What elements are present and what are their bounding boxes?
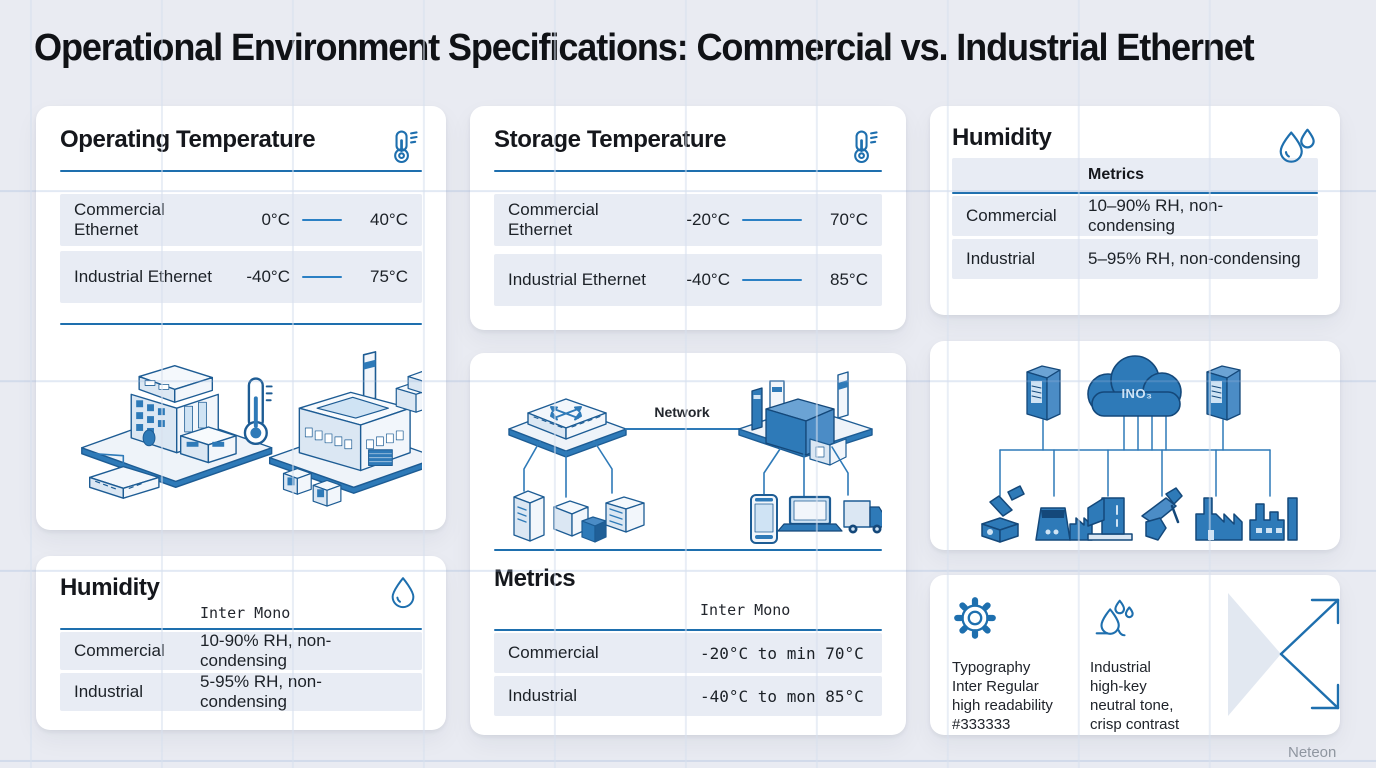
panel-header: Operating Temperature — [60, 106, 422, 170]
divider — [60, 323, 422, 325]
row-label: Commercial Ethernet — [74, 200, 165, 239]
table-row: Industrial Ethernet -40°C 75°C — [60, 251, 422, 303]
cloud-network-panel: INO₃ — [930, 341, 1340, 550]
cloud-label: INO₃ — [1121, 386, 1152, 401]
humidity-panel-top: Humidity Metrics Commercial 10–90% RH, n… — [930, 106, 1340, 315]
row-label: Commercial Ethernet — [508, 200, 599, 239]
row-value: 10–90% RH, non-condensing — [1088, 196, 1224, 235]
table-row: Industrial Ethernet -40°C 85°C — [494, 254, 882, 306]
row-value: 10-90% RH, non-condensing — [200, 631, 332, 670]
min-value: -40°C — [246, 267, 290, 286]
panel-title: Humidity — [952, 124, 1052, 151]
design-notes-panel: Typography Inter Regular high readabilit… — [930, 575, 1340, 735]
row-value: 5–95% RH, non-condensing — [1088, 249, 1301, 268]
commercial-industrial-buildings-illustration — [81, 351, 422, 507]
table-row: Commercial Ethernet 0°C 40°C — [60, 194, 422, 246]
max-value: 70°C — [830, 210, 868, 229]
temperature-table: Commercial Ethernet 0°C 40°C Industrial … — [60, 194, 422, 303]
note-text: Industrial high-key neutral tone, crisp … — [1090, 659, 1180, 733]
row-label: Commercial — [966, 206, 1057, 225]
metrics-table: Commercial -20°C to min 70°C Industrial … — [494, 633, 882, 716]
triangle-shape — [1228, 593, 1281, 716]
divider — [60, 170, 422, 172]
divider — [494, 629, 882, 631]
row-value: -20°C to min 70°C — [700, 643, 864, 663]
max-value: 75°C — [370, 267, 408, 286]
panel-title: Operating Temperature — [60, 126, 316, 153]
water-drops-icon — [1279, 128, 1315, 163]
table-row: Commercial -20°C to min 70°C — [494, 633, 882, 673]
min-value: 0°C — [261, 210, 290, 229]
max-value: 85°C — [830, 270, 868, 289]
column-header: Metrics — [1088, 166, 1145, 183]
operating-temperature-panel: Operating Temperature Commercial Etherne… — [36, 106, 446, 530]
range-line — [302, 219, 342, 221]
panel-header: Humidity — [952, 106, 1318, 163]
gear-icon — [954, 597, 996, 639]
table-row: Industrial 5-95% RH, non-condensing — [60, 672, 422, 711]
divider — [60, 628, 422, 630]
droplet-icon — [384, 572, 422, 617]
panel-header: Humidity Inter Mono — [60, 570, 422, 628]
range-line — [742, 219, 802, 221]
row-label: Industrial — [508, 686, 577, 705]
thermometer-icon — [854, 130, 878, 164]
humidity-icon — [1095, 599, 1134, 637]
column-header: Inter Mono — [700, 601, 791, 619]
row-value: 5-95% RH, non-condensing — [200, 672, 322, 711]
table-row: Industrial 5–95% RH, non-condensing — [952, 239, 1318, 279]
row-label: Industrial — [74, 682, 143, 701]
table-header-row: Metrics — [952, 158, 1318, 192]
min-value: -20°C — [686, 210, 730, 229]
range-line — [302, 276, 342, 278]
note-text: Typography Inter Regular high readabilit… — [952, 659, 1053, 733]
cloud-industrial-network-illustration: INO₃ — [981, 355, 1298, 543]
network-link-label: Network — [654, 404, 709, 420]
min-value: -40°C — [686, 270, 730, 289]
panel-header: Storage Temperature — [494, 106, 882, 170]
row-label: Commercial — [74, 641, 165, 660]
note-industrial-tone: Industrial high-key neutral tone, crisp … — [1090, 595, 1220, 734]
page-title: Operational Environment Specifications: … — [34, 27, 1255, 69]
metrics-header: Metrics Inter Mono — [494, 551, 882, 629]
thermometer-icon — [394, 130, 418, 164]
note-typography: Typography Inter Regular high readabilit… — [952, 595, 1082, 734]
max-value: 40°C — [370, 210, 408, 229]
row-value: -40°C to mon 85°C — [700, 686, 864, 706]
panel-title: Metrics — [494, 565, 576, 592]
humidity-table: Commercial 10-90% RH, non-condensing Ind… — [60, 631, 422, 711]
range-line — [742, 279, 802, 281]
row-label: Industrial — [966, 249, 1035, 268]
row-label: Industrial Ethernet — [508, 270, 646, 289]
table-row: Commercial 10-90% RH, non-condensing — [60, 631, 422, 670]
network-metrics-panel: Network Metrics — [470, 353, 906, 735]
divider — [494, 170, 882, 172]
brand-watermark: Neteon — [1288, 744, 1337, 761]
storage-temperature-panel: Storage Temperature Commercial Ethernet … — [470, 106, 906, 330]
network-topology-illustration: Network — [508, 371, 882, 544]
column-header: Inter Mono — [200, 604, 291, 622]
row-label: Industrial Ethernet — [74, 267, 212, 286]
table-row: Commercial Ethernet -20°C 70°C — [494, 194, 882, 246]
table-row: Industrial -40°C to mon 85°C — [494, 676, 882, 716]
table-row: Commercial 10–90% RH, non-condensing — [952, 196, 1318, 236]
divider — [952, 192, 1318, 194]
panel-title: Storage Temperature — [494, 126, 727, 153]
temperature-table: Commercial Ethernet -20°C 70°C Industria… — [494, 194, 882, 306]
expand-arrows-icon — [1228, 593, 1340, 716]
panel-title: Humidity — [60, 574, 160, 601]
humidity-table: Metrics Commercial 10–90% RH, non-conden… — [952, 158, 1318, 279]
row-label: Commercial — [508, 643, 599, 662]
humidity-panel-bottom: Humidity Inter Mono Commercial 10-90% RH… — [36, 556, 446, 730]
